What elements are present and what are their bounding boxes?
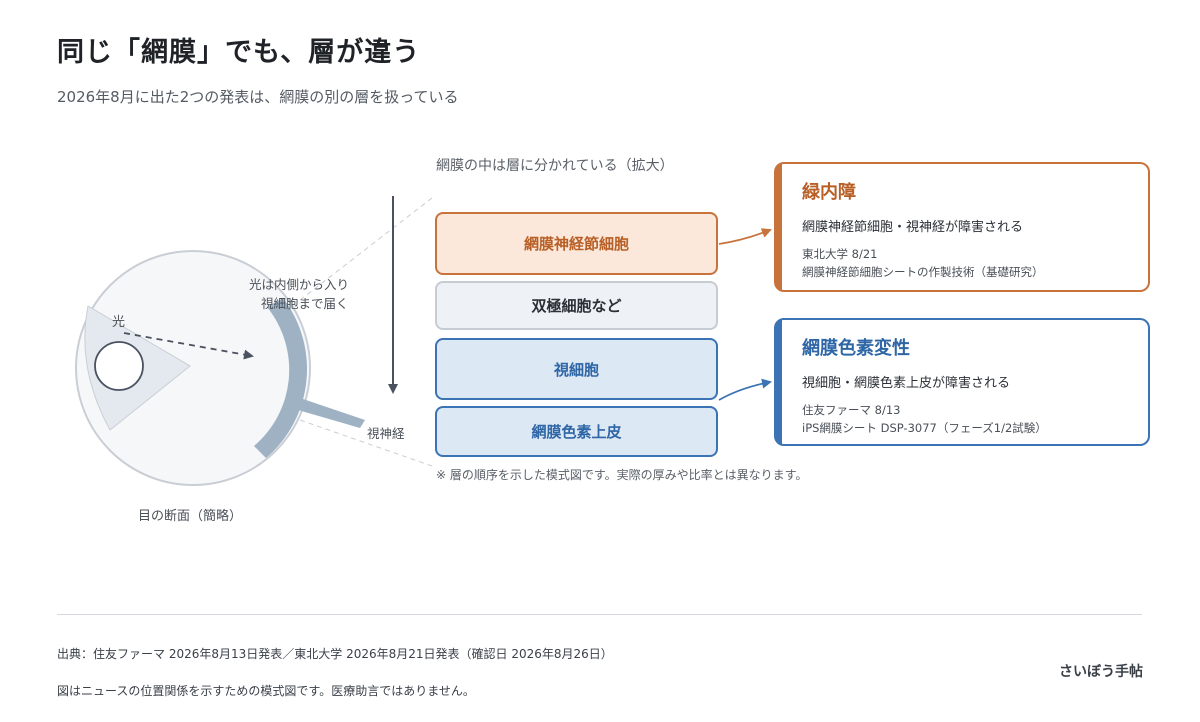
card-description: 網膜神経節細胞・視神経が障害される: [802, 220, 1024, 235]
layer-ganglion-cells: 網膜神経節細胞: [435, 212, 718, 275]
page-title: 同じ「網膜」でも、層が違う: [57, 37, 421, 68]
layer-rpe: 網膜色素上皮: [435, 406, 718, 457]
layer-label: 双極細胞など: [531, 297, 622, 315]
card-title: 緑内障: [802, 182, 856, 203]
eyeball: [75, 250, 311, 486]
layer-label: 網膜神経節細胞: [523, 235, 629, 253]
optic-nerve-label: 視神経: [367, 426, 405, 441]
layer-photoreceptors: 視細胞: [435, 338, 718, 400]
card-retinitis-pigmentosa: 網膜色素変性 視細胞・網膜色素上皮が障害される 住友ファーマ 8/13 iPS網…: [774, 318, 1150, 446]
card-detail: iPS網膜シート DSP-3077（フェーズ1/2試験）: [802, 421, 1047, 436]
layers-note: ※ 層の順序を示した模式図です。実際の厚みや比率とは異なります。: [436, 468, 808, 482]
eye-caption: 目の断面（簡略）: [138, 509, 243, 524]
inner-note-line1: 光は内側から入り: [249, 277, 349, 292]
card-source: 住友ファーマ 8/13: [802, 403, 901, 417]
light-label: 光: [112, 315, 125, 330]
card-glaucoma: 緑内障 網膜神経節細胞・視神経が障害される 東北大学 8/21 網膜神経節細胞シ…: [774, 162, 1150, 292]
footer-disclaimer: 図はニュースの位置関係を示すための模式図です。医療助言ではありません。: [57, 684, 475, 698]
card-title: 網膜色素変性: [802, 338, 910, 359]
brand-logo: さいぼう手帖: [1059, 664, 1143, 680]
footer-source: 出典：住友ファーマ 2026年8月13日発表／東北大学 2026年8月21日発表…: [57, 647, 613, 661]
footer-divider: [57, 614, 1142, 615]
card-source: 東北大学 8/21: [802, 247, 878, 261]
inner-note-line2: 視細胞まで届く: [261, 296, 349, 311]
retina-band: [254, 298, 308, 458]
pupil: [94, 341, 144, 391]
connector-glaucoma: [718, 228, 772, 245]
card-detail: 網膜神経節細胞シートの作製技術（基礎研究）: [802, 265, 1044, 280]
zoom-guide-line-top: [299, 197, 433, 301]
card-description: 視細胞・網膜色素上皮が障害される: [802, 376, 1011, 391]
layer-bipolar-cells: 双極細胞など: [435, 281, 718, 330]
layer-label: 網膜色素上皮: [531, 423, 622, 441]
connector-rp: [718, 378, 772, 401]
optic-nerve: [298, 398, 365, 428]
layer-label: 視細胞: [553, 360, 599, 379]
layers-caption: 網膜の中は層に分かれている（拡大）: [436, 158, 674, 174]
page-subtitle: 2026年8月に出た2つの発表は、網膜の別の層を扱っている: [57, 88, 459, 106]
zoom-guide-line-bottom: [299, 419, 433, 467]
